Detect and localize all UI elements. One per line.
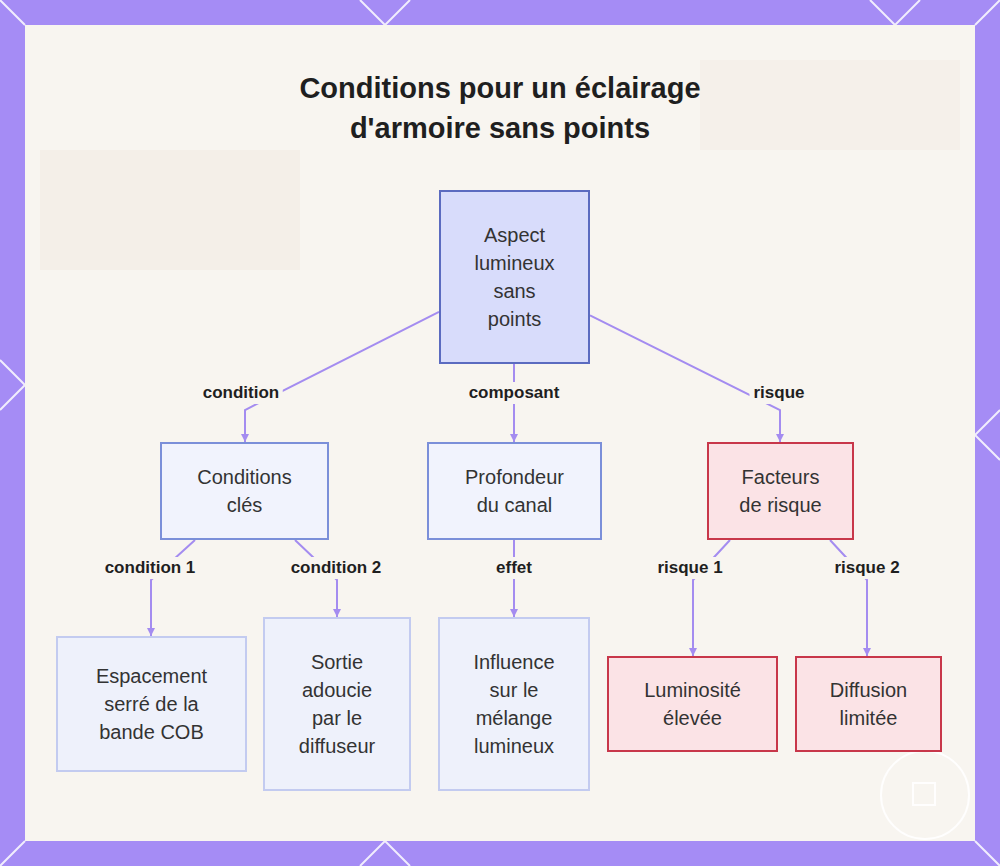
inner-panel — [25, 25, 975, 841]
blurred-photo — [40, 150, 300, 270]
blurred-photo — [700, 60, 960, 150]
node-text: Profondeur du canal — [455, 463, 574, 519]
connector-arrow — [151, 540, 195, 636]
concept-box: Influence sur le mélange lumineux — [438, 617, 590, 791]
diagram-title: Conditions pour un éclairage d'armoire s… — [250, 68, 750, 148]
risk-box: Diffusion limitée — [795, 656, 942, 752]
concept-box: Sortie adoucie par le diffuseur — [263, 617, 411, 791]
edge-label: risque 1 — [653, 557, 726, 579]
connector-arrow — [245, 312, 439, 442]
edge-label: risque — [749, 382, 808, 404]
node-text: Conditions clés — [182, 463, 307, 519]
logo-circle — [881, 751, 969, 839]
connector-arrow — [590, 315, 780, 442]
edge-label: composant — [465, 382, 564, 404]
edge-label: effet — [492, 557, 536, 579]
logo-icon — [913, 783, 935, 805]
risk-box: Luminosité élevée — [607, 656, 778, 752]
concept-box: Espacement serré de la bande COB — [56, 636, 247, 772]
node-text: Aspect lumineux sans points — [466, 221, 563, 333]
risk-box: Facteurs de risque — [707, 442, 854, 540]
concept-box: Aspect lumineux sans points — [439, 190, 590, 364]
node-text: Luminosité élevée — [629, 676, 756, 732]
edge-label: condition 2 — [287, 557, 386, 579]
node-text: Influence sur le mélange lumineux — [466, 648, 562, 760]
concept-box: Conditions clés — [160, 442, 329, 540]
node-text: Sortie adoucie par le diffuseur — [291, 648, 383, 760]
edge-label: condition 1 — [101, 557, 200, 579]
node-text: Diffusion limitée — [815, 676, 922, 732]
edge-label: risque 2 — [830, 557, 903, 579]
node-text: Facteurs de risque — [733, 463, 828, 519]
edge-label: condition — [199, 382, 283, 404]
concept-box: Profondeur du canal — [427, 442, 602, 540]
node-text: Espacement serré de la bande COB — [88, 662, 215, 746]
